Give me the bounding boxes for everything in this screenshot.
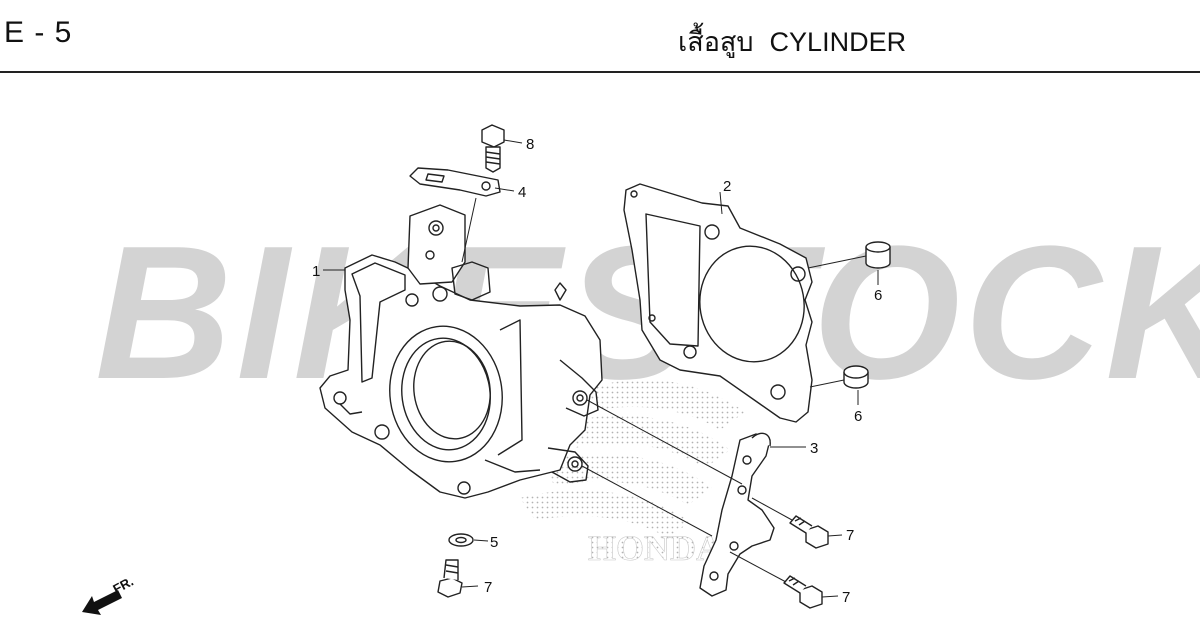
bolt-7-left <box>437 559 463 598</box>
callout-3: 3 <box>810 440 818 457</box>
cylinder-body <box>319 204 603 499</box>
front-direction-indicator: FR. <box>82 574 136 615</box>
bolt-7-lower <box>783 575 823 609</box>
bolt-8 <box>481 124 505 173</box>
washer <box>448 533 474 547</box>
callout-8: 8 <box>526 136 534 153</box>
cylinder-gasket <box>623 183 813 423</box>
dowel-pin-lower <box>843 365 869 389</box>
callout-7-middle: 7 <box>846 527 854 544</box>
callout-labels: 1 2 3 4 5 6 6 7 7 7 8 <box>312 136 882 606</box>
callout-7-left: 7 <box>484 579 492 596</box>
page-code: E - 5 <box>4 16 73 49</box>
title-english: CYLINDER <box>769 27 907 57</box>
callout-7-lower: 7 <box>842 589 850 606</box>
callout-5: 5 <box>490 534 498 551</box>
dowel-pin-upper <box>865 241 891 269</box>
page-title: เสื้อสูบ CYLINDER <box>678 20 906 63</box>
bolt-7-middle <box>789 515 829 549</box>
title-thai: เสื้อสูบ <box>678 27 754 57</box>
callout-6-upper: 6 <box>874 287 882 304</box>
page-header: E - 5 เสื้อสูบ CYLINDER <box>0 0 1200 73</box>
bracket-plate <box>409 167 501 197</box>
callout-2: 2 <box>723 178 731 195</box>
honda-logo-text: HONDA <box>588 528 722 568</box>
side-bracket <box>699 432 775 597</box>
front-arrow-icon <box>82 590 122 615</box>
leader-lines <box>323 139 879 598</box>
callout-4: 4 <box>518 184 526 201</box>
callout-6-lower: 6 <box>854 408 862 425</box>
callout-1: 1 <box>312 263 320 280</box>
